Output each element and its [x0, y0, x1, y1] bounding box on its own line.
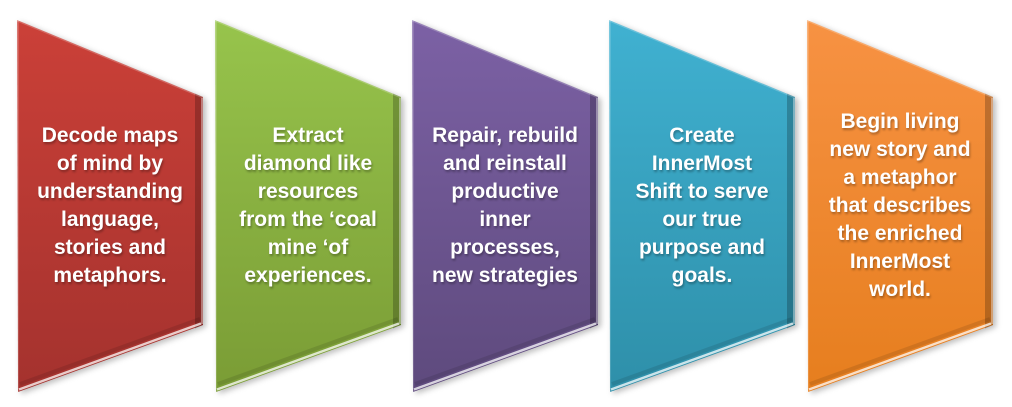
pentagon-shape [806, 20, 994, 392]
step-shape-extract-resources: Extract diamond like resources from the … [214, 20, 402, 392]
step-shape-create-innermost-shift: Create InnerMost Shift to serve our true… [608, 20, 796, 392]
step-shape-decode-maps: Decode maps of mind by understanding lan… [16, 20, 204, 392]
step-shape-repair-processes: Repair, rebuild and reinstall productive… [411, 20, 599, 392]
pentagon-shape [608, 20, 796, 392]
pentagon-shape [16, 20, 204, 392]
pentagon-shape [411, 20, 599, 392]
pentagon-shape [214, 20, 402, 392]
step-shape-begin-living: Begin living new story and a metaphor th… [806, 20, 994, 392]
